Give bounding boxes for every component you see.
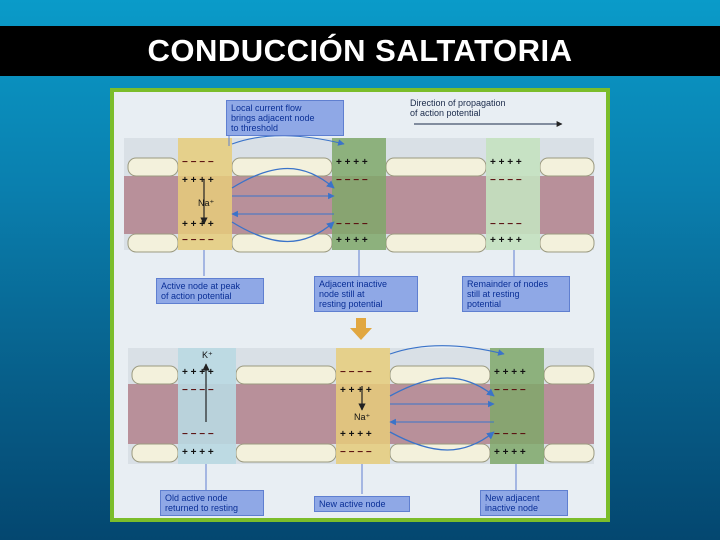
- bottom-active-minus-lower: − − − −: [340, 447, 372, 458]
- top-current-arrow-2: [231, 221, 335, 242]
- bottom-adjacent-plus-upper: + + + +: [494, 367, 526, 378]
- slide-title: CONDUCCIÓN SALTATORIA: [147, 33, 573, 68]
- label-old-active: Old active node returned to resting: [160, 490, 264, 516]
- top-myelin-1a: [127, 157, 179, 177]
- top-myelin-4a: [539, 157, 595, 177]
- label-adjacent-inactive: Adjacent inactive node still at resting …: [314, 276, 418, 312]
- top-node-remainder: [486, 138, 540, 250]
- label-new-active: New active node: [314, 496, 410, 512]
- bottom-myelin-4b: [543, 443, 595, 463]
- top-remainder-plus-upper: + + + +: [490, 157, 522, 168]
- bottom-adjacent-minus-lower: − − − −: [494, 429, 526, 440]
- label-local-current: Local current flow brings adjacent node …: [226, 100, 344, 136]
- bottom-myelin-1a: [131, 365, 179, 385]
- top-myelin-2b: [231, 233, 333, 253]
- bottom-old-plus-lower: + + + +: [182, 447, 214, 458]
- transition-arrow-icon: [350, 318, 372, 340]
- bottom-na-label: Na⁺: [354, 412, 371, 422]
- top-active-minus-upper: − − − −: [182, 157, 214, 168]
- bottom-active-plus-lower: + + + +: [340, 429, 372, 440]
- saltatory-conduction-figure: Local current flow brings adjacent node …: [110, 88, 610, 522]
- top-na-label: Na⁺: [198, 198, 215, 208]
- bottom-current-arrow-1: [389, 377, 495, 397]
- bottom-myelin-2a: [235, 365, 337, 385]
- top-active-minus-lower: − − − −: [182, 235, 214, 246]
- top-remainder-plus-lower: + + + +: [490, 235, 522, 246]
- bottom-axon-panel: [128, 345, 595, 464]
- top-adjacent-plus-lower: + + + +: [336, 235, 368, 246]
- label-remainder: Remainder of nodes still at resting pote…: [462, 276, 570, 312]
- top-adjacent-minus-upper: − − − −: [336, 175, 368, 186]
- top-myelin-3a: [385, 157, 487, 177]
- top-myelin-3b: [385, 233, 487, 253]
- top-myelin-2a: [231, 157, 333, 177]
- title-bar: CONDUCCIÓN SALTATORIA: [0, 26, 720, 76]
- bottom-myelin-4a: [543, 365, 595, 385]
- top-active-plus-lower: + + + +: [182, 219, 214, 230]
- top-adjacent-minus-lower: − − − −: [336, 219, 368, 230]
- top-remainder-minus-upper: − − − −: [490, 175, 522, 186]
- bottom-current-arrow-5: [389, 345, 505, 356]
- bottom-current-arrow-2: [389, 431, 495, 451]
- bottom-active-minus-upper: − − − −: [340, 367, 372, 378]
- label-active-node: Active node at peak of action potential: [156, 278, 264, 304]
- bottom-old-minus-lower: − − − −: [182, 429, 214, 440]
- top-current-arrow-1: [231, 168, 335, 189]
- top-active-plus-upper: + + + +: [182, 175, 214, 186]
- bottom-myelin-3b: [389, 443, 491, 463]
- label-new-adjacent: New adjacent inactive node: [480, 490, 568, 516]
- bottom-old-minus-upper: − − − −: [182, 385, 214, 396]
- bottom-myelin-2b: [235, 443, 337, 463]
- bottom-k-label: K⁺: [202, 350, 213, 360]
- top-axon-panel: [124, 121, 595, 253]
- bottom-myelin-1b: [131, 443, 179, 463]
- label-direction: Direction of propagation of action poten…: [410, 98, 506, 118]
- top-adjacent-plus-upper: + + + +: [336, 157, 368, 168]
- diagram-svg: [124, 121, 595, 494]
- top-node-adjacent: [332, 138, 386, 250]
- top-myelin-4b: [539, 233, 595, 253]
- top-remainder-minus-lower: − − − −: [490, 219, 522, 230]
- bottom-adjacent-plus-lower: + + + +: [494, 447, 526, 458]
- bottom-old-plus-upper: + + + +: [182, 367, 214, 378]
- top-myelin-1b: [127, 233, 179, 253]
- bottom-myelin-3a: [389, 365, 491, 385]
- top-node-active: [178, 138, 232, 250]
- bottom-active-plus-upper: + + + +: [340, 385, 372, 396]
- bottom-adjacent-minus-upper: − − − −: [494, 385, 526, 396]
- bottom-node-new-adjacent: [490, 348, 544, 464]
